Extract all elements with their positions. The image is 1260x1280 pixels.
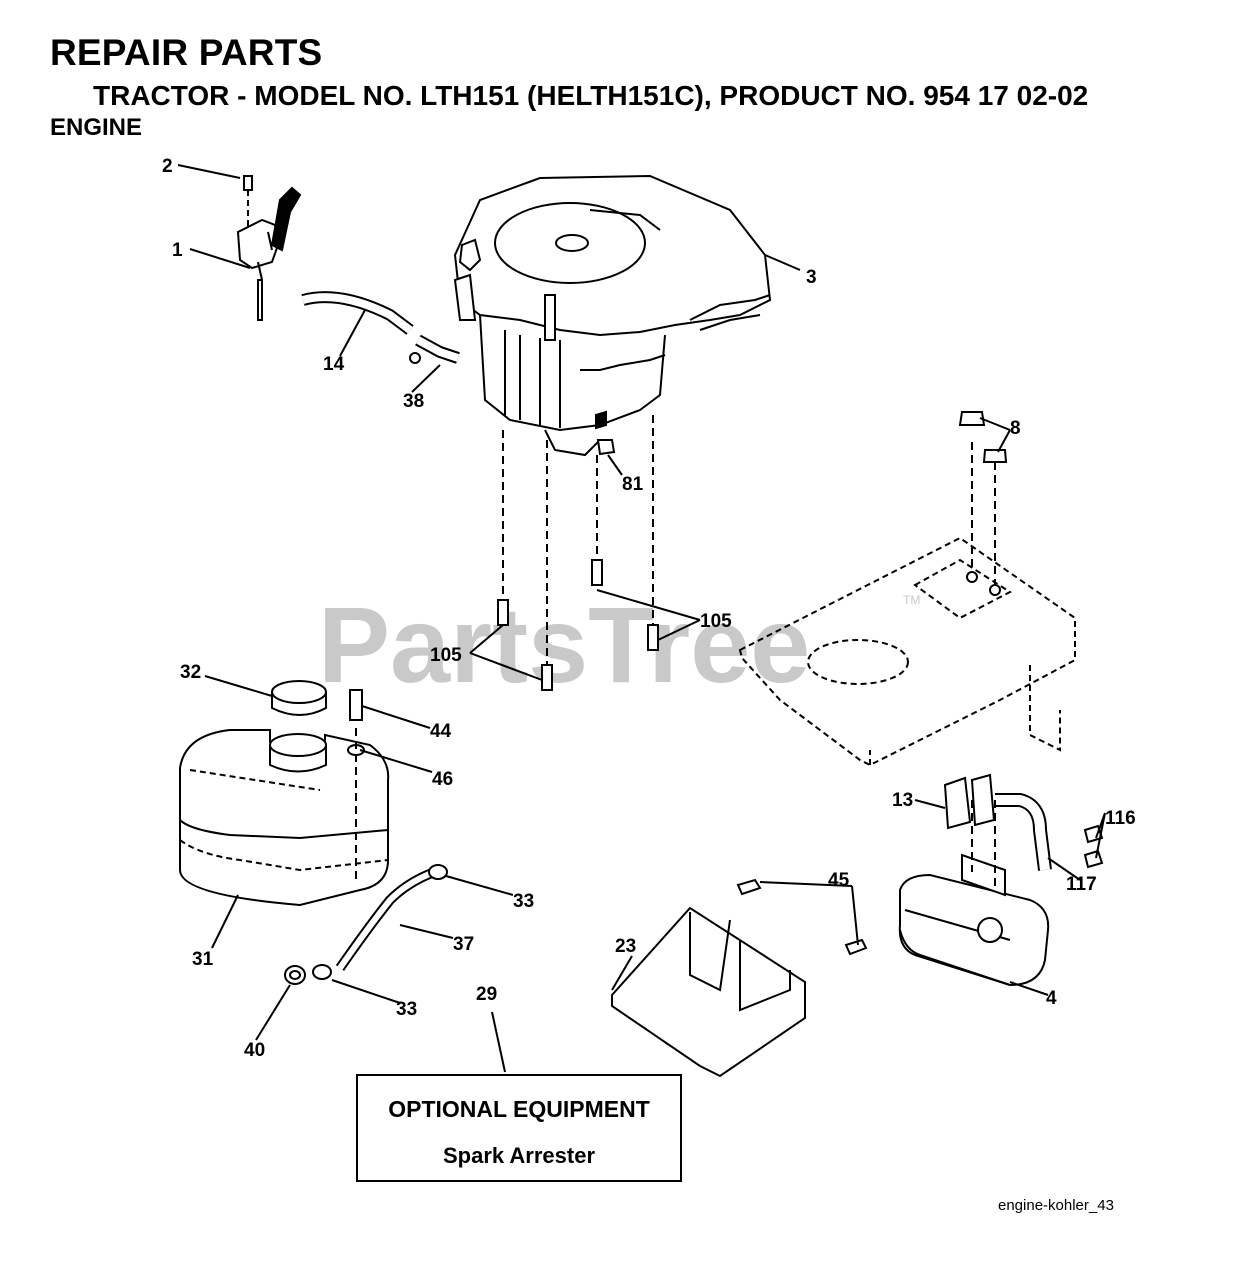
callout-labels: 2 1 3 14 38 81 8 105 105 32 44 46 13 116…	[162, 156, 1136, 1061]
diagram-reference-code: engine-kohler_43	[998, 1197, 1114, 1214]
mounting-bolts	[497, 415, 659, 691]
callout-105-left: 105	[430, 645, 462, 666]
callout-45: 45	[828, 870, 850, 891]
callout-4: 4	[1046, 988, 1057, 1009]
callout-105-right: 105	[700, 611, 732, 632]
callout-38: 38	[403, 391, 424, 412]
callout-116: 116	[1105, 808, 1136, 829]
callout-2: 2	[162, 156, 173, 177]
throttle-control	[236, 175, 302, 321]
tractor-frame	[738, 536, 1076, 767]
watermark-tm: TM	[903, 593, 920, 607]
callout-33-top: 33	[513, 891, 534, 912]
watermark-text: PartsTree	[318, 584, 810, 705]
frame-bolt-holes	[958, 411, 1008, 596]
callout-8: 8	[1010, 418, 1021, 439]
callout-32: 32	[180, 662, 201, 683]
optional-equipment-title: OPTIONAL EQUIPMENT	[388, 1096, 650, 1122]
fuel-tank	[179, 680, 448, 985]
callout-3: 3	[806, 267, 817, 288]
callout-31: 31	[192, 949, 214, 970]
callout-44: 44	[430, 721, 452, 742]
callout-117: 117	[1066, 874, 1097, 895]
callout-81: 81	[622, 474, 644, 495]
callout-37: 37	[453, 934, 474, 955]
engine-assembly	[453, 174, 772, 457]
callout-29: 29	[476, 984, 497, 1005]
callout-40: 40	[244, 1040, 265, 1061]
callout-46: 46	[432, 769, 453, 790]
section-heading: ENGINE	[50, 114, 143, 141]
optional-equipment-box: OPTIONAL EQUIPMENT Spark Arrester	[356, 1074, 682, 1182]
callout-14: 14	[323, 354, 345, 375]
leader-lines	[177, 164, 1106, 1073]
model-subtitle: TRACTOR - MODEL NO. LTH151 (HELTH151C), …	[93, 80, 1089, 111]
callout-23: 23	[615, 936, 636, 957]
callout-13: 13	[892, 790, 913, 811]
muffler-assembly	[898, 773, 1104, 987]
callout-1: 1	[172, 240, 183, 261]
fuel-line	[301, 291, 460, 364]
callout-33-bottom: 33	[396, 999, 417, 1020]
spark-arrester	[611, 878, 868, 1078]
page-title: REPAIR PARTS	[50, 32, 323, 73]
optional-equipment-subtitle: Spark Arrester	[442, 1143, 596, 1168]
